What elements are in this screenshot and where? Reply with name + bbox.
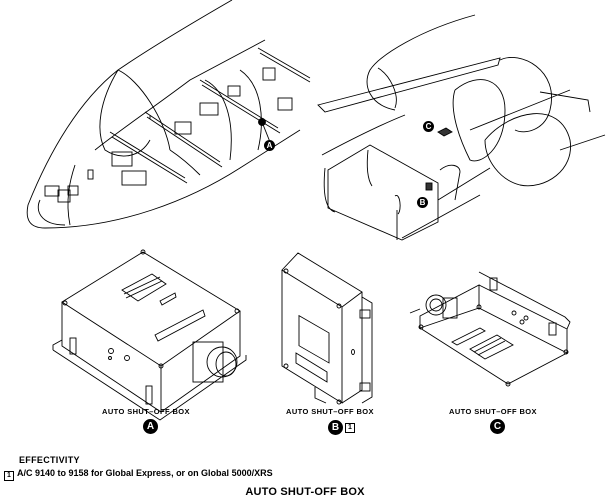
aircraft-tail-cutaway-icon: [317, 14, 606, 241]
effectivity-note-ref: 1: [4, 471, 14, 481]
detail-b-caption: AUTO SHUT–OFF BOX: [286, 407, 374, 416]
figure-title: AUTO SHUT-OFF BOX: [245, 486, 365, 498]
aircraft-nose-cutaway-icon: [26, 0, 311, 229]
auto-shutoff-box-a-icon: [52, 249, 247, 421]
locator-callout-c: C: [423, 121, 434, 132]
auto-shutoff-box-b-icon: [281, 252, 373, 405]
detail-b-callout: B: [328, 420, 343, 435]
effectivity-note-text: A/C 9140 to 9158 for Global Express, or …: [17, 468, 273, 478]
auto-shutoff-box-c-icon: [409, 271, 571, 387]
detail-c-caption: AUTO SHUT–OFF BOX: [449, 407, 537, 416]
leader-line-a: [261, 121, 271, 143]
detail-a-caption: AUTO SHUT–OFF BOX: [102, 407, 190, 416]
effectivity-heading: EFFECTIVITY: [19, 455, 80, 465]
detail-a-callout: A: [143, 419, 158, 434]
locator-callout-b: B: [417, 197, 428, 208]
locator-callout-a: A: [264, 140, 275, 151]
detail-c-callout: C: [490, 419, 505, 434]
detail-b-effectivity-ref: 1: [345, 423, 355, 433]
